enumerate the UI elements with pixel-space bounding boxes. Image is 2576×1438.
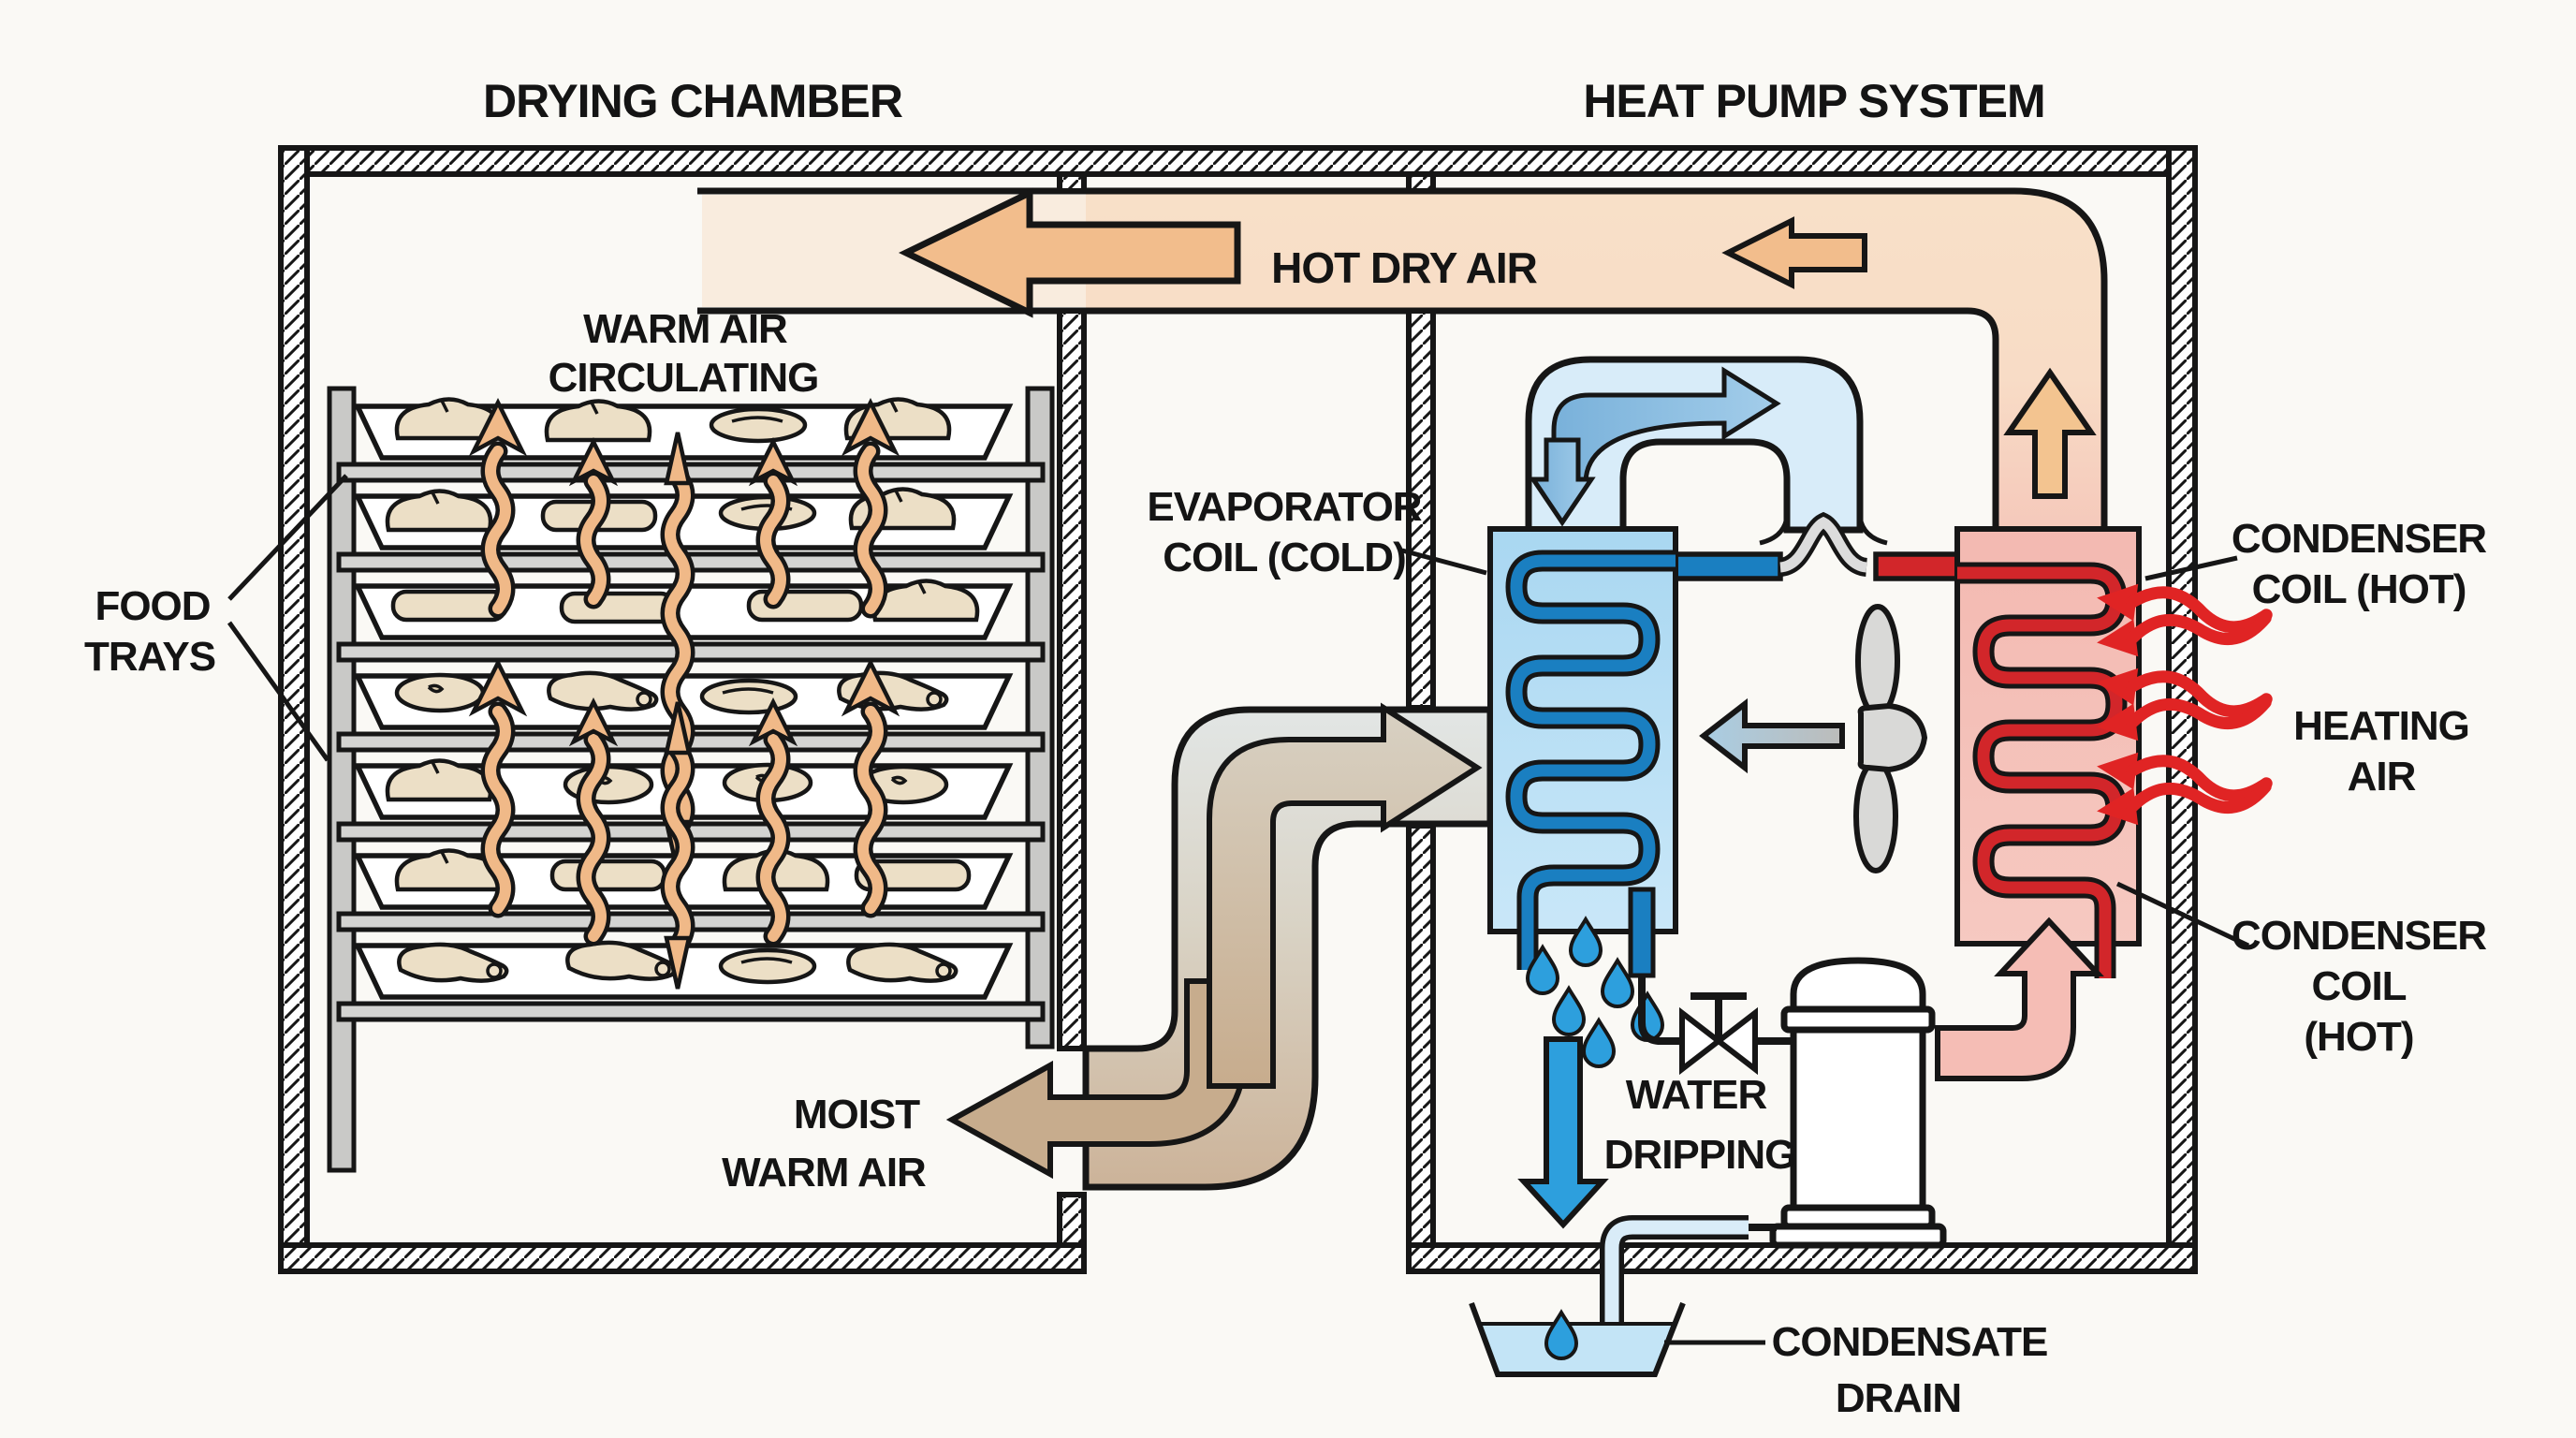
discharge-pipe-hot	[1873, 551, 1963, 581]
hot-dry-air-arrow-large	[898, 187, 1241, 318]
divider-wall	[1057, 308, 1087, 1051]
wavy-arrow	[468, 397, 528, 619]
condensate-drain-group	[1469, 1215, 1777, 1377]
wavy-arrow	[841, 657, 900, 918]
compressor-base	[1769, 1223, 1947, 1249]
fan-blade-top	[1855, 604, 1900, 718]
recirculation-loop	[1525, 356, 1888, 546]
condenser-bottom-label-line1: CONDENSER	[2232, 913, 2486, 959]
food-trays-pointer-upper	[227, 474, 348, 601]
fan-airflow-arrow	[1699, 697, 1845, 774]
fan-blade-bottom	[1853, 759, 1898, 873]
heatpump-wall-upper	[1406, 308, 1436, 711]
evaporator-outlet-stub	[1628, 887, 1656, 978]
compressor-to-condenser-arrow	[1935, 917, 2104, 1081]
rack-post-right	[1025, 386, 1055, 1049]
rack-post-left	[327, 386, 357, 1173]
warm-air-label-line1: WARM AIR	[583, 306, 787, 352]
divider-wall-lower	[1057, 1192, 1087, 1248]
heating-air-label-line1: HEATING	[2293, 703, 2469, 749]
condenser-bottom-pointer	[2115, 881, 2250, 948]
wavy-arrow	[568, 697, 619, 946]
wavy-arrow	[468, 657, 528, 918]
refrigerant-line	[1638, 976, 1793, 1045]
rising-hot-air-arrow	[2003, 367, 2097, 499]
wall-top	[278, 145, 2198, 177]
hot-dry-air-label: HOT DRY AIR	[1271, 243, 1538, 292]
compressor	[1769, 957, 1947, 1249]
drain-pan	[1469, 1301, 1686, 1377]
compressor-body	[1790, 1026, 1926, 1213]
drain-tube	[1604, 1220, 1749, 1356]
expansion-valve-piping	[1638, 976, 1793, 1076]
shelf-bars	[336, 462, 1046, 1022]
drying-chamber-title: DRYING CHAMBER	[483, 75, 903, 127]
condenser-top-label-line2: COIL (HOT)	[2252, 566, 2466, 612]
wavy-arrow	[748, 697, 798, 946]
loop-mouth-flare-right	[1857, 516, 1888, 546]
condensate-label-line1: CONDENSATE	[1772, 1319, 2048, 1365]
drying-rack	[327, 386, 1055, 1173]
food-trays-label-line1: FOOD	[95, 583, 210, 629]
condenser-top-pointer	[2144, 555, 2238, 581]
condensate-label-line2: DRAIN	[1836, 1375, 1961, 1421]
evaporator	[1487, 526, 1678, 978]
evaporator-coil	[1510, 554, 1676, 970]
wavy-ribbon	[660, 701, 695, 990]
heat-pump-title: HEAT PUMP SYSTEM	[1583, 75, 2044, 127]
food-trays-pointer-lower	[227, 621, 330, 762]
moist-warm-air-label-line1: MOIST	[794, 1092, 920, 1137]
condenser-bottom-label-line3: (HOT)	[2304, 1014, 2413, 1060]
capillary-tube	[1778, 516, 1868, 573]
suction-pipe-cold	[1673, 551, 1783, 581]
wavy-arrow	[748, 436, 798, 609]
loop-mouth-flare-left	[1759, 516, 1790, 546]
condenser-top-label-line1: CONDENSER	[2232, 516, 2486, 562]
divider-wall-stub	[1057, 171, 1087, 194]
condenser-coil	[1957, 566, 2123, 978]
condenser-bottom-label-line2: COIL	[2311, 963, 2406, 1009]
food-trays-label-line2: TRAYS	[84, 634, 215, 680]
valve-body-right	[1714, 1006, 1758, 1076]
valve-body-left	[1679, 1006, 1723, 1076]
moist-warm-air-label-line2: WARM AIR	[722, 1150, 926, 1196]
compressor-dome	[1790, 957, 1926, 1013]
fan	[1853, 604, 1928, 873]
wavy-arrow	[568, 436, 619, 609]
water-dripping-group	[1517, 917, 1664, 1229]
wall-bottom-right	[1406, 1242, 2198, 1274]
heating-air-label-line2: AIR	[2348, 754, 2416, 800]
pointer-lines	[227, 474, 2250, 1345]
warm-air-label-line2: CIRCULATING	[549, 355, 819, 401]
loop-arrow-right	[1551, 366, 1781, 486]
heatpump-wall-stub	[1406, 171, 1436, 194]
return-air-to-evaporator-arrow	[1207, 702, 1483, 1089]
refrigerant-pipes	[1673, 511, 1963, 581]
evaporator-label-line2: COIL (COLD)	[1163, 535, 1406, 580]
evaporator-label-line1: EVAPORATOR	[1147, 484, 1421, 530]
fan-hub	[1857, 702, 1928, 773]
water-dripping-arrow	[1517, 1036, 1609, 1229]
water-dripping-label-line1: WATER	[1626, 1072, 1767, 1118]
heating-air-arrows	[2097, 583, 2273, 826]
wavy-arrow	[841, 397, 900, 619]
valve-stem	[1690, 992, 1747, 1041]
warm-air-wavy-arrows	[468, 397, 900, 990]
heatpump-wall-lower	[1406, 823, 1436, 1248]
hot-dry-air-arrow-small	[1721, 216, 1867, 289]
wall-bottom-left	[278, 1242, 1087, 1274]
evaporator-pointer	[1401, 548, 1487, 576]
water-dripping-label-line2: DRIPPING	[1604, 1132, 1796, 1178]
loop-arrow-down	[1529, 437, 1596, 527]
